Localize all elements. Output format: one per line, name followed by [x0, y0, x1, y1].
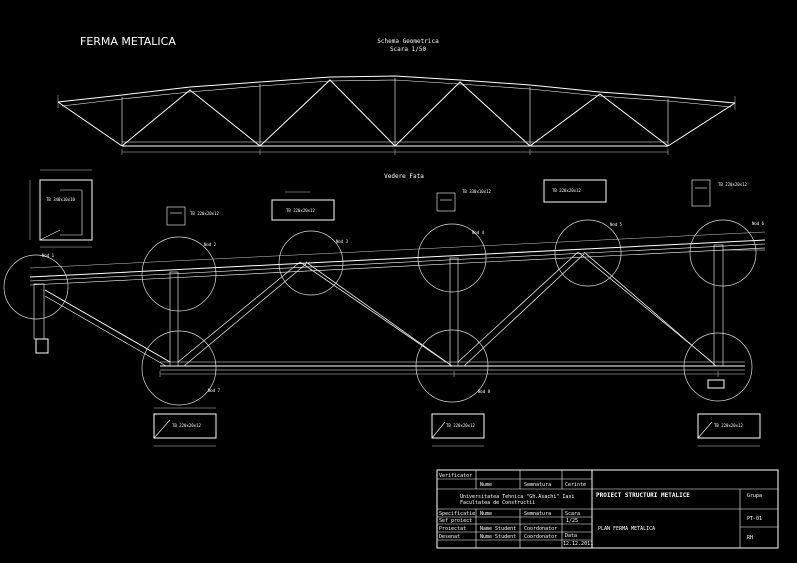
tb-institution-1: Universitatea Tehnica "Gh.Asachi" Iasi: [460, 494, 574, 500]
bottom-section-3: TB 220x20x12: [697, 413, 761, 447]
tb-institution-2: Facultatea de Constructii: [460, 500, 535, 506]
node-label: Nod 8: [478, 389, 491, 394]
section-label: TB 220x20x12: [552, 188, 581, 193]
tb-row-name: Name Student: [480, 526, 516, 532]
tb-date-value: 12.12.2011: [563, 541, 593, 547]
node-label: Nod 3: [336, 239, 349, 244]
tb-header-verificator: Verificator: [439, 473, 472, 479]
tb-row-name: Nume: [480, 511, 492, 517]
title-block: Verificator Nume Semnatura Cerinte Unive…: [436, 469, 779, 549]
tb-sheet-code: PT-01: [747, 516, 762, 522]
node-circle-9: [683, 332, 753, 402]
bottom-section-2: TB 220x20x12: [431, 413, 485, 447]
node-label: Nod 4: [472, 230, 485, 235]
tb-group-label: Grupa: [747, 493, 762, 499]
detail-circles: Nod 1 Nod 2 Nod 3 Nod 4 Nod 5 Nod 6 Nod …: [3, 219, 765, 406]
section-detail-4: TB 330x10x12: [436, 189, 491, 212]
section-label: TB 220x20x12: [714, 423, 743, 428]
section-detail-5: TB 220x20x12: [543, 179, 607, 203]
section-detail-6: TB 220x20x12: [691, 179, 747, 207]
geometric-schema: [57, 75, 736, 155]
node-label: Nod 6: [752, 221, 765, 226]
section-detail-1: TB 340x10x10: [29, 169, 93, 248]
node-circle-2: [141, 236, 217, 312]
tb-row-role: Sef proiect: [439, 518, 472, 524]
tb-scale-value: 1/25: [566, 518, 578, 524]
main-title: FERMA METALICA: [80, 35, 176, 48]
section-detail-2: TB 220x20x12: [166, 206, 219, 226]
tb-row-role: Specificatie: [439, 511, 475, 517]
tb-header-semnatura: Semnatura: [524, 482, 551, 488]
node-circle-7: [141, 330, 217, 406]
node-label: Nod 1: [42, 253, 55, 258]
section-label: TB 220x20x12: [718, 182, 747, 187]
section-label: TB 220x20x12: [172, 423, 201, 428]
node-label: Nod 5: [610, 222, 623, 227]
node-circle-4: [417, 223, 487, 293]
tb-row-sign: Coordonator: [524, 534, 557, 540]
tb-plan-title: PLAN FERMA METALICA: [598, 526, 655, 532]
node-circle-8: [415, 329, 489, 403]
section-label: TB 340x10x10: [46, 197, 75, 202]
tb-row-role: Proiectat: [439, 526, 466, 532]
detailed-truss: [29, 231, 766, 389]
detail-title: Vedere Fata: [384, 173, 424, 180]
tb-header-nume: Nume: [480, 482, 492, 488]
node-circle-1: [3, 254, 69, 320]
tb-row-sign: Coordonator: [524, 526, 557, 532]
section-label: TB 220x20x12: [190, 211, 219, 216]
schema-title: Schema Geometrica: [377, 38, 439, 45]
tb-row-role: Desenat: [439, 534, 460, 540]
tb-row-sign: Semnatura: [524, 511, 551, 517]
node-circle-3: [278, 230, 344, 296]
node-circle-5: [554, 219, 622, 287]
node-label: Nod 7: [208, 388, 221, 393]
section-detail-3: TB 220x20x12: [271, 191, 335, 221]
tb-project: PROIECT STRUCTURI METALICE: [596, 492, 690, 499]
tb-scale-label: Scara: [565, 511, 580, 517]
bottom-section-1: TB 220x20x12: [153, 407, 217, 447]
tb-header-cerinte: Cerinte: [565, 482, 586, 488]
node-circle-6: [689, 219, 757, 287]
node-label: Nod 2: [204, 242, 217, 247]
tb-date-label: Data: [565, 533, 577, 539]
tb-sheet-no: RH: [747, 535, 753, 541]
section-label: TB 220x20x12: [286, 208, 315, 213]
section-label: TB 220x20x12: [446, 423, 475, 428]
tb-row-name: Nume Student: [480, 534, 516, 540]
section-label: TB 330x10x12: [462, 189, 491, 194]
schema-scale: Scara 1/50: [390, 46, 427, 53]
